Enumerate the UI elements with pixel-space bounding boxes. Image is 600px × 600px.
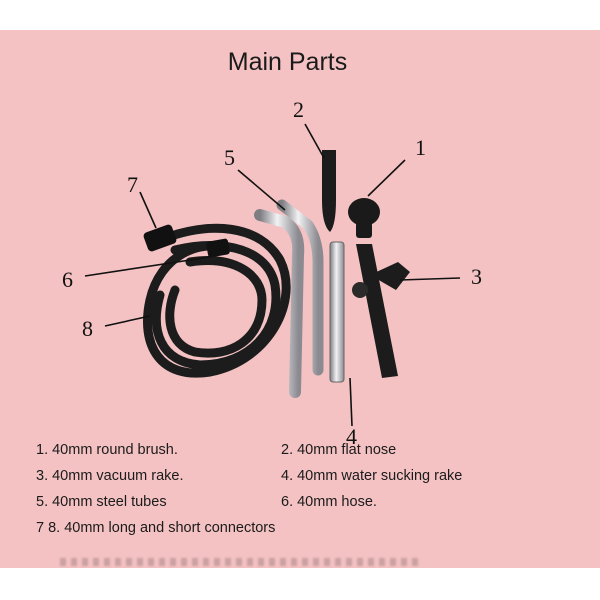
callout-4: 4 (346, 424, 357, 449)
callout-1: 1 (415, 135, 426, 160)
leader-lines (84, 123, 461, 427)
vacuum-rake-illustration (352, 244, 410, 378)
legend-item-2: 2. 40mm flat nose (281, 442, 397, 458)
legend-item-7: 7 8. 40mm long and short connectors (36, 520, 276, 536)
legend-item-6: 6. 40mm hose. (281, 494, 377, 510)
flat-nose-illustration (322, 150, 336, 232)
water-sucking-rake-illustration (329, 241, 345, 383)
page-title: Main Parts (227, 48, 348, 76)
legend-item-5: 5. 40mm steel tubes (36, 494, 167, 510)
legend-item-3: 3. 40mm vacuum rake. (36, 468, 184, 484)
steel-tubes-illustration (254, 199, 324, 398)
callout-3: 3 (471, 264, 482, 289)
callout-6: 6 (62, 267, 73, 292)
callout-8: 8 (82, 316, 93, 341)
legend-item-4: 4. 40mm water sucking rake (281, 468, 463, 484)
long-connector-illustration (143, 224, 177, 252)
callout-5: 5 (224, 145, 235, 170)
callout-7: 7 (127, 172, 138, 197)
blurred-bleed-text (60, 558, 420, 566)
callout-2: 2 (293, 97, 304, 122)
short-connector-illustration (206, 238, 230, 258)
legend-item-1: 1. 40mm round brush. (36, 442, 178, 458)
hose-illustration (143, 223, 291, 378)
round-brush-illustration (348, 198, 380, 238)
